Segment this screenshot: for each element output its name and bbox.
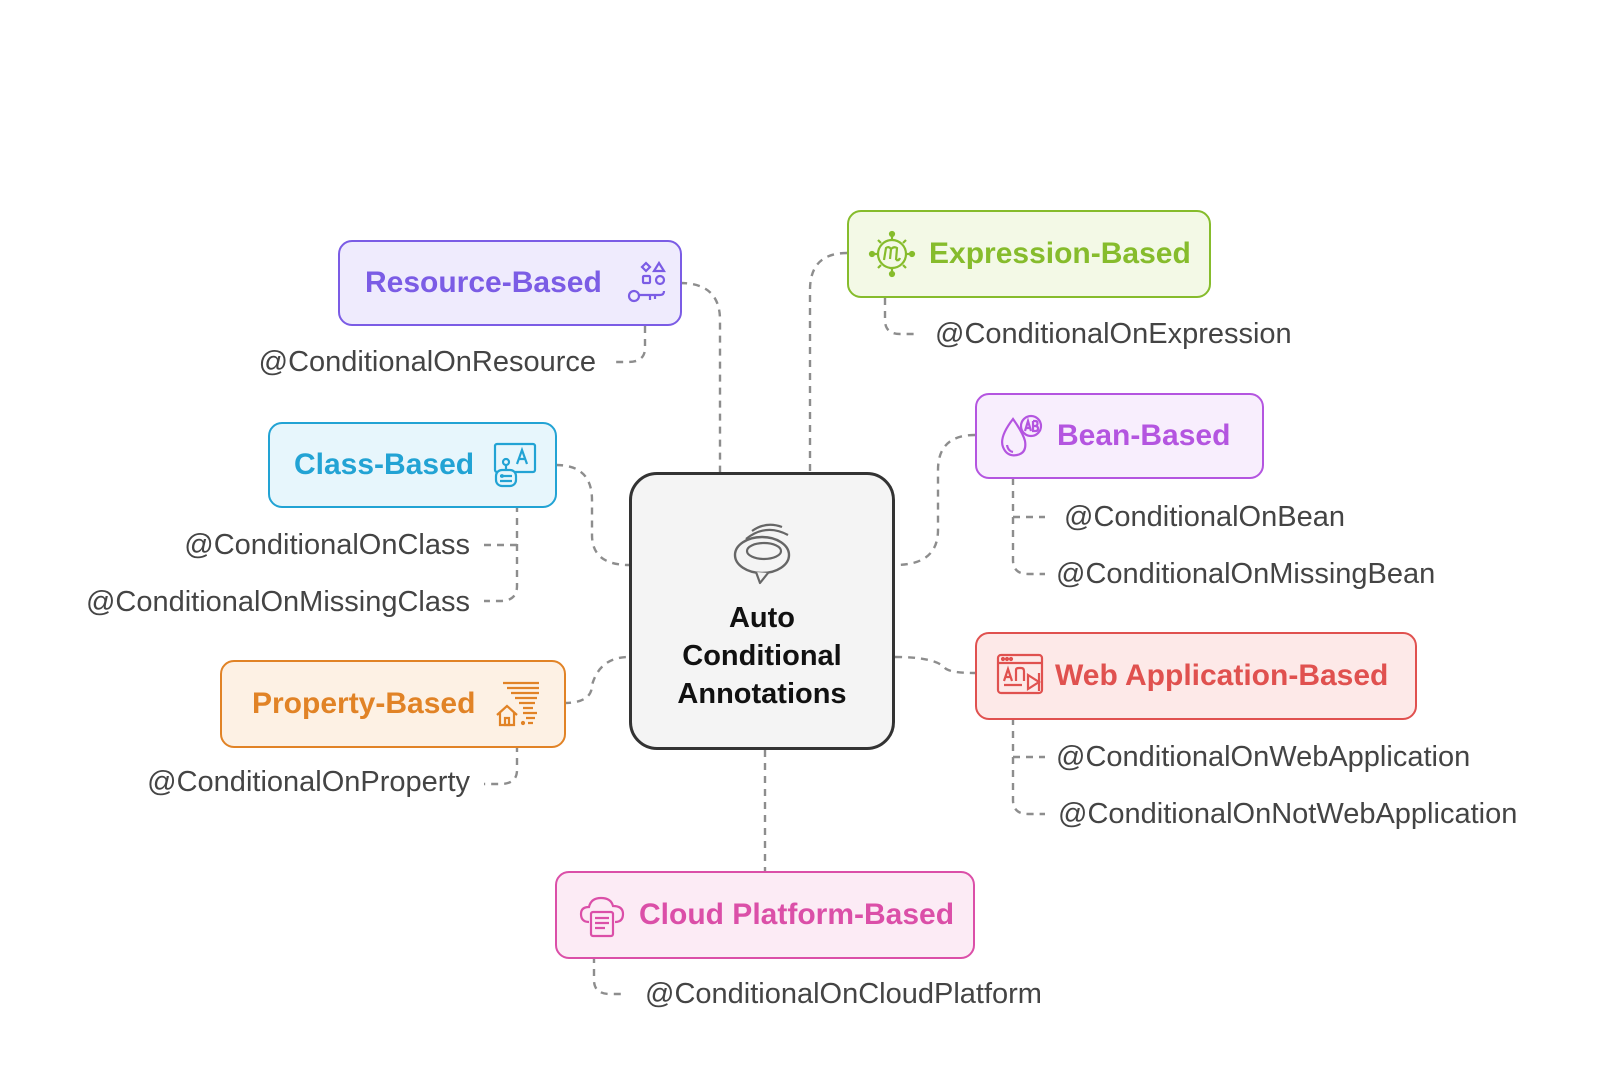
speech-bubbles-icon: [733, 523, 791, 585]
connector-web-annotations: [1011, 718, 1045, 816]
connector-expression-annotation: [883, 298, 915, 336]
connector-resource-annotation: [612, 326, 647, 364]
category-property-based: Property-Based: [220, 660, 566, 748]
category-label: Web Application-Based: [1055, 659, 1389, 692]
connector-bean: [894, 433, 976, 567]
category-label: Cloud Platform-Based: [639, 898, 955, 931]
center-title: Auto Conditional Annotations: [677, 602, 847, 710]
connector-cloud-annotation: [592, 956, 624, 996]
connector-property-annotation: [484, 745, 519, 786]
annotation-conditional-on-missing-class: @ConditionalOnMissingClass: [85, 586, 470, 618]
annotation-conditional-on-web-application: @ConditionalOnWebApplication: [1056, 741, 1471, 773]
category-label: Class-Based: [294, 448, 475, 481]
category-web-application-based: Web Application-Based: [975, 632, 1417, 720]
connector-bean-annotations: [1011, 478, 1045, 576]
web-app-icon: [995, 651, 1045, 701]
annotation-conditional-on-expression: @ConditionalOnExpression: [935, 318, 1292, 350]
center-node: Auto Conditional Annotations: [629, 472, 895, 750]
category-bean-based: Bean-Based: [975, 393, 1264, 479]
connector-class: [555, 463, 630, 567]
property-house-icon: [493, 679, 543, 729]
category-label: Expression-Based: [929, 237, 1191, 270]
annotation-conditional-on-bean: @ConditionalOnBean: [1064, 501, 1345, 533]
annotation-conditional-on-missing-bean: @ConditionalOnMissingBean: [1056, 558, 1436, 590]
expression-gear-icon: [867, 229, 917, 279]
class-robot-icon: [490, 440, 540, 490]
category-class-based: Class-Based: [268, 422, 557, 508]
connector-property: [563, 655, 630, 705]
category-cloud-platform-based: Cloud Platform-Based: [555, 871, 975, 959]
bean-drop-icon: [995, 411, 1045, 461]
category-label: Property-Based: [252, 687, 476, 720]
shapes-key-icon: [620, 258, 670, 308]
connector-class-annotations: [484, 505, 519, 603]
cloud-document-icon: [577, 890, 627, 940]
annotation-conditional-on-resource: @ConditionalOnResource: [258, 346, 596, 378]
category-resource-based: Resource-Based: [338, 240, 682, 326]
annotation-conditional-on-not-web-application: @ConditionalOnNotWebApplication: [1058, 798, 1518, 830]
connector-resource: [679, 281, 722, 472]
connector-web: [894, 655, 976, 675]
category-expression-based: Expression-Based: [847, 210, 1211, 298]
annotation-conditional-on-cloud-platform: @ConditionalOnCloudPlatform: [645, 978, 1042, 1010]
annotation-conditional-on-property: @ConditionalOnProperty: [147, 766, 470, 798]
category-label: Resource-Based: [365, 266, 602, 299]
category-label: Bean-Based: [1057, 419, 1231, 452]
connector-expression: [808, 251, 848, 472]
annotation-conditional-on-class: @ConditionalOnClass: [184, 529, 470, 561]
